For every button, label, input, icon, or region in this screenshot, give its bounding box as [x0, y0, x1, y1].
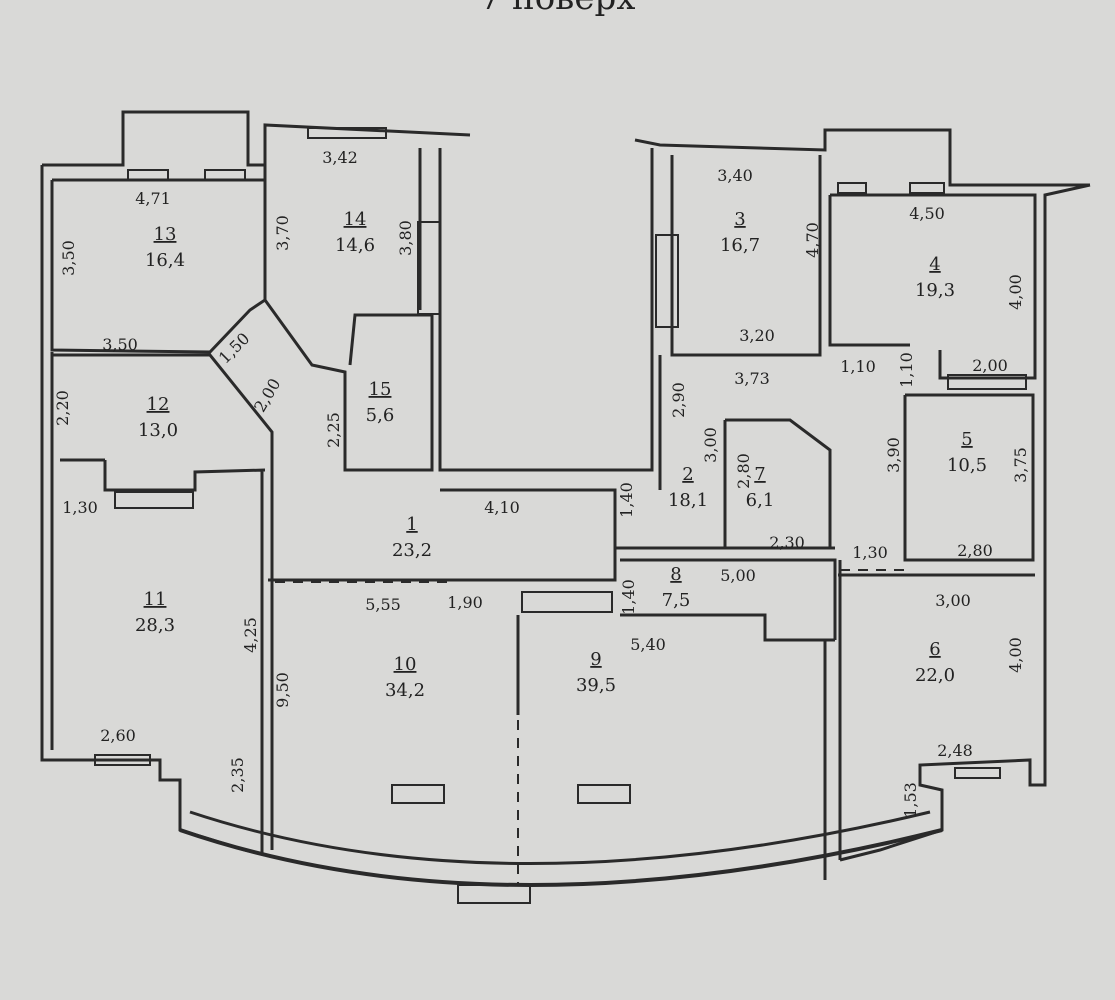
room-area: 6,1	[746, 490, 775, 511]
dimension-label: 4,00	[1006, 274, 1025, 310]
dimension-label: 2,60	[100, 726, 136, 745]
room-number: 3	[734, 209, 745, 230]
room-number: 2	[682, 464, 693, 485]
inner-walls-right	[516, 155, 1037, 880]
room-number: 6	[929, 639, 940, 660]
room-area: 16,7	[720, 235, 760, 256]
room-number: 9	[590, 649, 601, 670]
room-number: 8	[670, 564, 681, 585]
room-number: 5	[961, 429, 972, 450]
window	[909, 182, 945, 194]
dimension-label: 2,80	[957, 541, 993, 560]
room-labels: 1316,41414,6155,61213,0123,21128,31034,2…	[135, 209, 987, 701]
room-area: 16,4	[145, 250, 185, 271]
outer-wall-curve-inner	[189, 810, 931, 865]
dimension-label: 2,80	[734, 453, 753, 489]
dimension-label: 4,25	[241, 617, 260, 653]
radiator	[655, 234, 679, 328]
dimension-label: 2,35	[228, 757, 247, 793]
floor-title: 7 поверх	[0, 0, 1115, 18]
room-area: 39,5	[576, 675, 616, 696]
room-area: 10,5	[947, 455, 987, 476]
room-number: 14	[344, 209, 367, 230]
radiator	[947, 374, 1027, 390]
room-area: 22,0	[915, 665, 955, 686]
room-area: 5,6	[366, 405, 395, 426]
dimension-label: 2,90	[669, 382, 688, 418]
window	[307, 127, 387, 139]
dimension-label: 3,40	[717, 166, 753, 185]
fixtures	[94, 127, 1027, 904]
dimension-label: 3,70	[273, 215, 292, 251]
dimension-label: 3,73	[734, 369, 770, 388]
window	[94, 754, 151, 766]
dimension-label: 2,48	[937, 741, 973, 760]
dimension-label: 1,50	[215, 329, 254, 368]
dimension-label: 4,10	[484, 498, 520, 517]
room-number: 4	[929, 254, 940, 275]
radiator	[114, 491, 194, 509]
radiator	[521, 591, 613, 613]
dimension-label: 3,00	[935, 591, 971, 610]
dashed-partitions	[275, 569, 905, 885]
dimension-labels: 4,71 3,50 3,42 3,70 3,80 3,50 1,50 2,00 2,25 2,20…	[53, 148, 1030, 818]
room-number: 12	[147, 394, 170, 415]
outer-wall-curve	[179, 828, 943, 887]
dimension-label: 1,10	[897, 352, 916, 388]
dimension-label: 2,00	[972, 356, 1008, 375]
room-area: 28,3	[135, 615, 175, 636]
room-number: 13	[154, 224, 177, 245]
room-number: 10	[394, 654, 417, 675]
dimension-label: 4,71	[135, 189, 171, 208]
inner-walls-left	[50, 148, 654, 855]
dimension-label: 2,25	[324, 412, 343, 448]
dimension-label: 4,50	[909, 204, 945, 223]
dimension-label: 5,00	[720, 566, 756, 585]
room-number: 1	[406, 514, 417, 535]
room-area: 7,5	[662, 590, 691, 611]
window	[837, 182, 867, 194]
dimension-label: 1,30	[62, 498, 98, 517]
room-area: 34,2	[385, 680, 425, 701]
room-area: 14,6	[335, 235, 375, 256]
dimension-label: 1,90	[447, 593, 483, 612]
room-area: 13,0	[138, 420, 178, 441]
room-number: 15	[369, 379, 392, 400]
dimension-label: 5,55	[365, 595, 401, 614]
room-area: 18,1	[668, 490, 708, 511]
dimension-label: 3,75	[1011, 447, 1030, 483]
dimension-label: 3,42	[322, 148, 358, 167]
dimension-label: 1,40	[619, 579, 638, 615]
dimension-label: 3,80	[396, 220, 415, 256]
radiator	[417, 221, 441, 315]
dimension-label: 3,00	[701, 427, 720, 463]
vent	[577, 784, 631, 804]
dimension-label: 1,53	[901, 782, 920, 818]
room-area: 23,2	[392, 540, 432, 561]
dimension-label: 2,30	[769, 533, 805, 552]
dimension-label: 4,00	[1006, 637, 1025, 673]
dimension-label: 3,50	[59, 240, 78, 276]
dimension-label: 4,70	[803, 222, 822, 258]
window	[457, 884, 531, 904]
room-area: 19,3	[915, 280, 955, 301]
room-number: 7	[754, 464, 765, 485]
dimension-label: 3,20	[739, 326, 775, 345]
dimension-label: 1,30	[852, 543, 888, 562]
window	[204, 169, 246, 181]
vent	[391, 784, 445, 804]
dimension-label: 5,40	[630, 635, 666, 654]
window	[127, 169, 169, 181]
dimension-label: 1,40	[617, 482, 636, 518]
room-number: 11	[144, 589, 167, 610]
dimension-label: 3,50	[102, 335, 138, 354]
dimension-label: 2,00	[250, 375, 284, 415]
dimension-label: 2,20	[53, 390, 72, 426]
dimension-label: 1,10	[840, 357, 876, 376]
walls	[40, 110, 1091, 887]
dimension-label: 9,50	[273, 672, 292, 708]
window	[954, 767, 1001, 779]
dimension-label: 3,90	[884, 437, 903, 473]
